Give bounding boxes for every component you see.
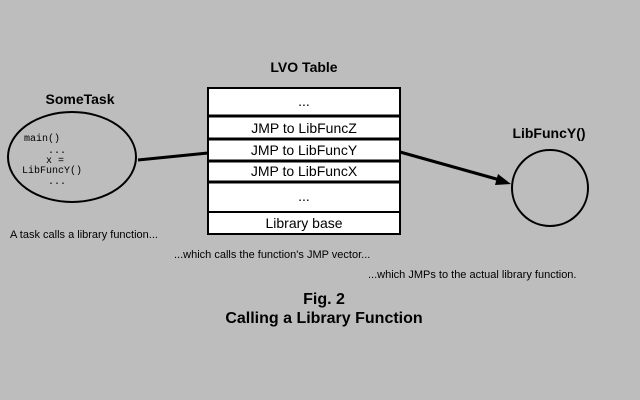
library-function-circle xyxy=(511,149,589,227)
lvo-row-library-base: Library base xyxy=(265,215,342,231)
lvo-row-jmp-libfuncz: JMP to LibFuncZ xyxy=(251,120,357,136)
lvo-row-jmp-libfuncy: JMP to LibFuncY xyxy=(251,142,358,158)
jmp-arrow-head xyxy=(495,174,511,185)
caption-jmp-vector: ...which calls the function's JMP vector… xyxy=(174,249,370,261)
caption-actual-function: ...which JMPs to the actual library func… xyxy=(368,269,576,281)
caption-task-call: A task calls a library function... xyxy=(10,229,158,241)
task-code-line: main() xyxy=(24,133,60,145)
figure-title: Calling a Library Function xyxy=(225,310,422,327)
jmp-arrow xyxy=(399,150,511,185)
jmp-arrow-line xyxy=(399,150,501,182)
figure-number: Fig. 2 xyxy=(303,291,345,308)
task-code-line: ... xyxy=(48,177,66,188)
task-ellipse xyxy=(7,111,137,203)
lvo-table: ... JMP to LibFuncZ JMP to LibFuncY JMP … xyxy=(207,87,401,235)
lvo-row-ellipsis-bottom: ... xyxy=(298,188,310,204)
task-code-line: ... xyxy=(48,146,66,157)
lvo-row-ellipsis-top: ... xyxy=(298,93,310,109)
lvo-row-jmp-libfuncx: JMP to LibFuncX xyxy=(251,163,358,179)
task-node: main() ... x = LibFuncY() ... xyxy=(7,111,137,203)
task-title: SomeTask xyxy=(46,91,115,107)
task-code-line: x = xyxy=(46,156,64,167)
library-function-title: LibFuncY() xyxy=(512,125,585,141)
call-connector-line xyxy=(137,151,209,162)
lvo-table-title: LVO Table xyxy=(270,59,337,75)
task-code-line: LibFuncY() xyxy=(22,165,82,177)
